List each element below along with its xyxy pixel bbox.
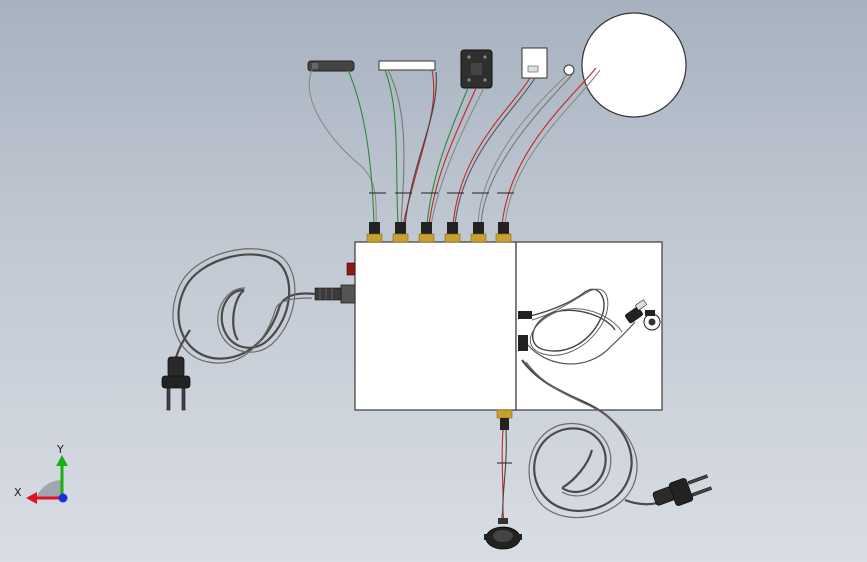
connector-6[interactable] — [495, 192, 514, 243]
sensor-bar-white[interactable] — [378, 60, 436, 71]
buzzer-icon[interactable] — [484, 518, 522, 550]
coordinate-triad[interactable]: Y X — [14, 443, 68, 504]
right-power-plug-icon[interactable] — [652, 474, 713, 507]
enclosure-left-box[interactable] — [354, 241, 517, 411]
y-axis-label: Y — [56, 443, 64, 456]
top-connector-row — [366, 192, 514, 243]
internal-connector-left[interactable] — [518, 311, 532, 351]
sensor-module-square[interactable] — [460, 49, 493, 89]
left-power-plug-icon[interactable] — [161, 356, 191, 411]
connector-4[interactable] — [444, 192, 464, 243]
internal-cable-loops — [527, 288, 636, 365]
connector-5[interactable] — [470, 192, 489, 243]
sensor-bar-dark[interactable] — [307, 60, 355, 72]
connector-3[interactable] — [418, 192, 438, 243]
left-cable-gland[interactable] — [314, 284, 356, 304]
bottom-wire — [497, 429, 512, 523]
barrel-connector-icon[interactable] — [643, 310, 661, 331]
x-axis-label: X — [14, 486, 22, 499]
enclosure-right-box[interactable] — [515, 241, 663, 411]
sensor-disc-large[interactable] — [581, 12, 687, 118]
connector-2[interactable] — [392, 192, 412, 243]
bottom-connector[interactable] — [496, 409, 513, 430]
usb-plug-icon[interactable] — [625, 299, 648, 324]
left-power-cable-coil — [172, 248, 316, 367]
wire-harness-top — [308, 67, 601, 226]
sensor-module-small[interactable] — [521, 47, 548, 79]
sensor-probe-round[interactable] — [563, 64, 575, 76]
connector-1[interactable] — [366, 192, 386, 243]
power-switch[interactable] — [346, 262, 356, 276]
